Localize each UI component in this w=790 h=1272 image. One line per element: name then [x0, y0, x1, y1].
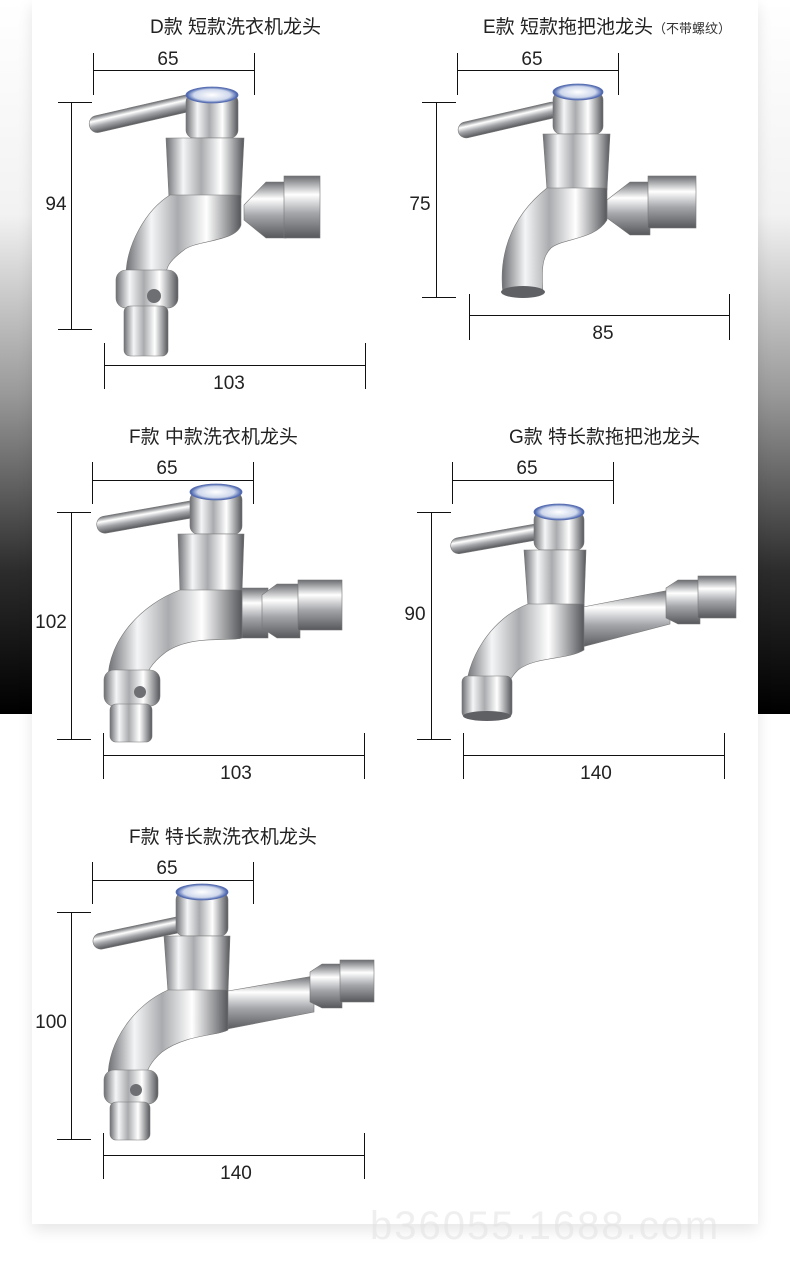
product-f2-base-tick-right [364, 1133, 365, 1179]
product-g-top-width: 65 [516, 458, 538, 479]
product-g-height-tick-top [417, 512, 451, 513]
product-e-faucet-image [457, 83, 697, 298]
product-f2-base-width: 140 [220, 1163, 252, 1184]
product-g-height: 90 [404, 604, 426, 625]
product-e-base-tick-left [469, 294, 470, 340]
product-f-faucet-image [96, 483, 343, 743]
product-e-height-tick-bottom [422, 297, 456, 298]
product-d-height-tick-top [58, 102, 92, 103]
product-d-top-width: 65 [157, 49, 179, 70]
product-f-base-tick-right [364, 733, 365, 779]
product-e-base-width: 85 [592, 323, 614, 344]
product-e-top-dimension-tick-right [618, 53, 619, 95]
background-gradient-left [0, 0, 32, 714]
product-e-top-width: 65 [521, 49, 543, 70]
product-f2-height-tick-bottom [57, 1139, 91, 1140]
product-d-base-dimension-line [104, 365, 365, 366]
product-f2-faucet-image [92, 883, 375, 1141]
product-g-base-dimension-line [463, 755, 724, 756]
product-g-top-dimension-line [452, 480, 613, 481]
product-f-top-dimension-tick-right [253, 462, 254, 504]
product-d-base-width: 103 [213, 373, 245, 394]
product-f-height: 102 [35, 612, 67, 633]
product-f-title: F款 中款洗衣机龙头 [129, 427, 298, 448]
product-g-base-width: 140 [580, 763, 612, 784]
product-d-base-tick-right [365, 343, 366, 389]
product-d-height-dimension-line [71, 102, 72, 330]
product-d-base-tick-left [104, 343, 105, 389]
product-g-top-dimension-tick-left [452, 462, 453, 504]
product-f-top-dimension-line [92, 480, 253, 481]
product-f2-top-dimension-tick-right [253, 862, 254, 904]
product-f2-title: F款 特长款洗衣机龙头 [129, 827, 317, 848]
product-f-base-tick-left [103, 733, 104, 779]
product-e-base-dimension-line [469, 315, 729, 316]
product-e-top-dimension-line [457, 70, 618, 71]
product-g-height-dimension-line [431, 512, 432, 740]
product-d-top-dimension-line [93, 70, 254, 71]
product-e-title-note: （不带螺纹） [652, 21, 731, 36]
product-e-height-dimension-line [436, 102, 437, 298]
product-e-height-tick-top [422, 102, 456, 103]
product-g-base-tick-right [724, 733, 725, 779]
product-f-base-width: 103 [220, 763, 252, 784]
product-f-top-width: 65 [156, 458, 178, 479]
product-f2-base-tick-left [103, 1133, 104, 1179]
product-f-height-dimension-line [71, 512, 72, 740]
product-f2-height-tick-top [57, 912, 91, 913]
product-f2-height-dimension-line [71, 912, 72, 1140]
product-f2-top-width: 65 [156, 858, 178, 879]
product-d-height-tick-bottom [58, 329, 92, 330]
watermark-text: b36055.1688.com [370, 1204, 721, 1248]
product-e-base-tick-right [729, 294, 730, 340]
product-e-height: 75 [409, 194, 431, 215]
product-d-top-dimension-tick-right [254, 53, 255, 95]
product-f-height-tick-bottom [57, 739, 91, 740]
product-e-title-text: E款 短款拖把池龙头 [483, 17, 653, 38]
product-d-height: 94 [45, 194, 67, 215]
product-g-top-dimension-tick-right [613, 462, 614, 504]
product-f-base-dimension-line [103, 755, 364, 756]
product-e-top-dimension-tick-left [457, 53, 458, 95]
product-e-title: E款 短款拖把池龙头（不带螺纹） [483, 12, 731, 39]
product-d-title: D款 短款洗衣机龙头 [150, 17, 322, 38]
product-f-top-dimension-tick-left [92, 462, 93, 504]
product-f2-top-dimension-tick-left [92, 862, 93, 904]
product-f-height-tick-top [57, 512, 91, 513]
product-g-title: G款 特长款拖把池龙头 [509, 427, 701, 448]
product-f2-base-dimension-line [103, 1155, 364, 1156]
product-g-base-tick-left [463, 733, 464, 779]
product-f2-top-dimension-line [92, 880, 253, 881]
product-f2-height: 100 [35, 1012, 67, 1033]
product-g-faucet-image [450, 503, 737, 721]
background-gradient-right [758, 0, 790, 714]
product-g-height-tick-bottom [417, 739, 451, 740]
product-d-top-dimension-tick-left [93, 53, 94, 95]
product-d-faucet-image [88, 86, 321, 357]
